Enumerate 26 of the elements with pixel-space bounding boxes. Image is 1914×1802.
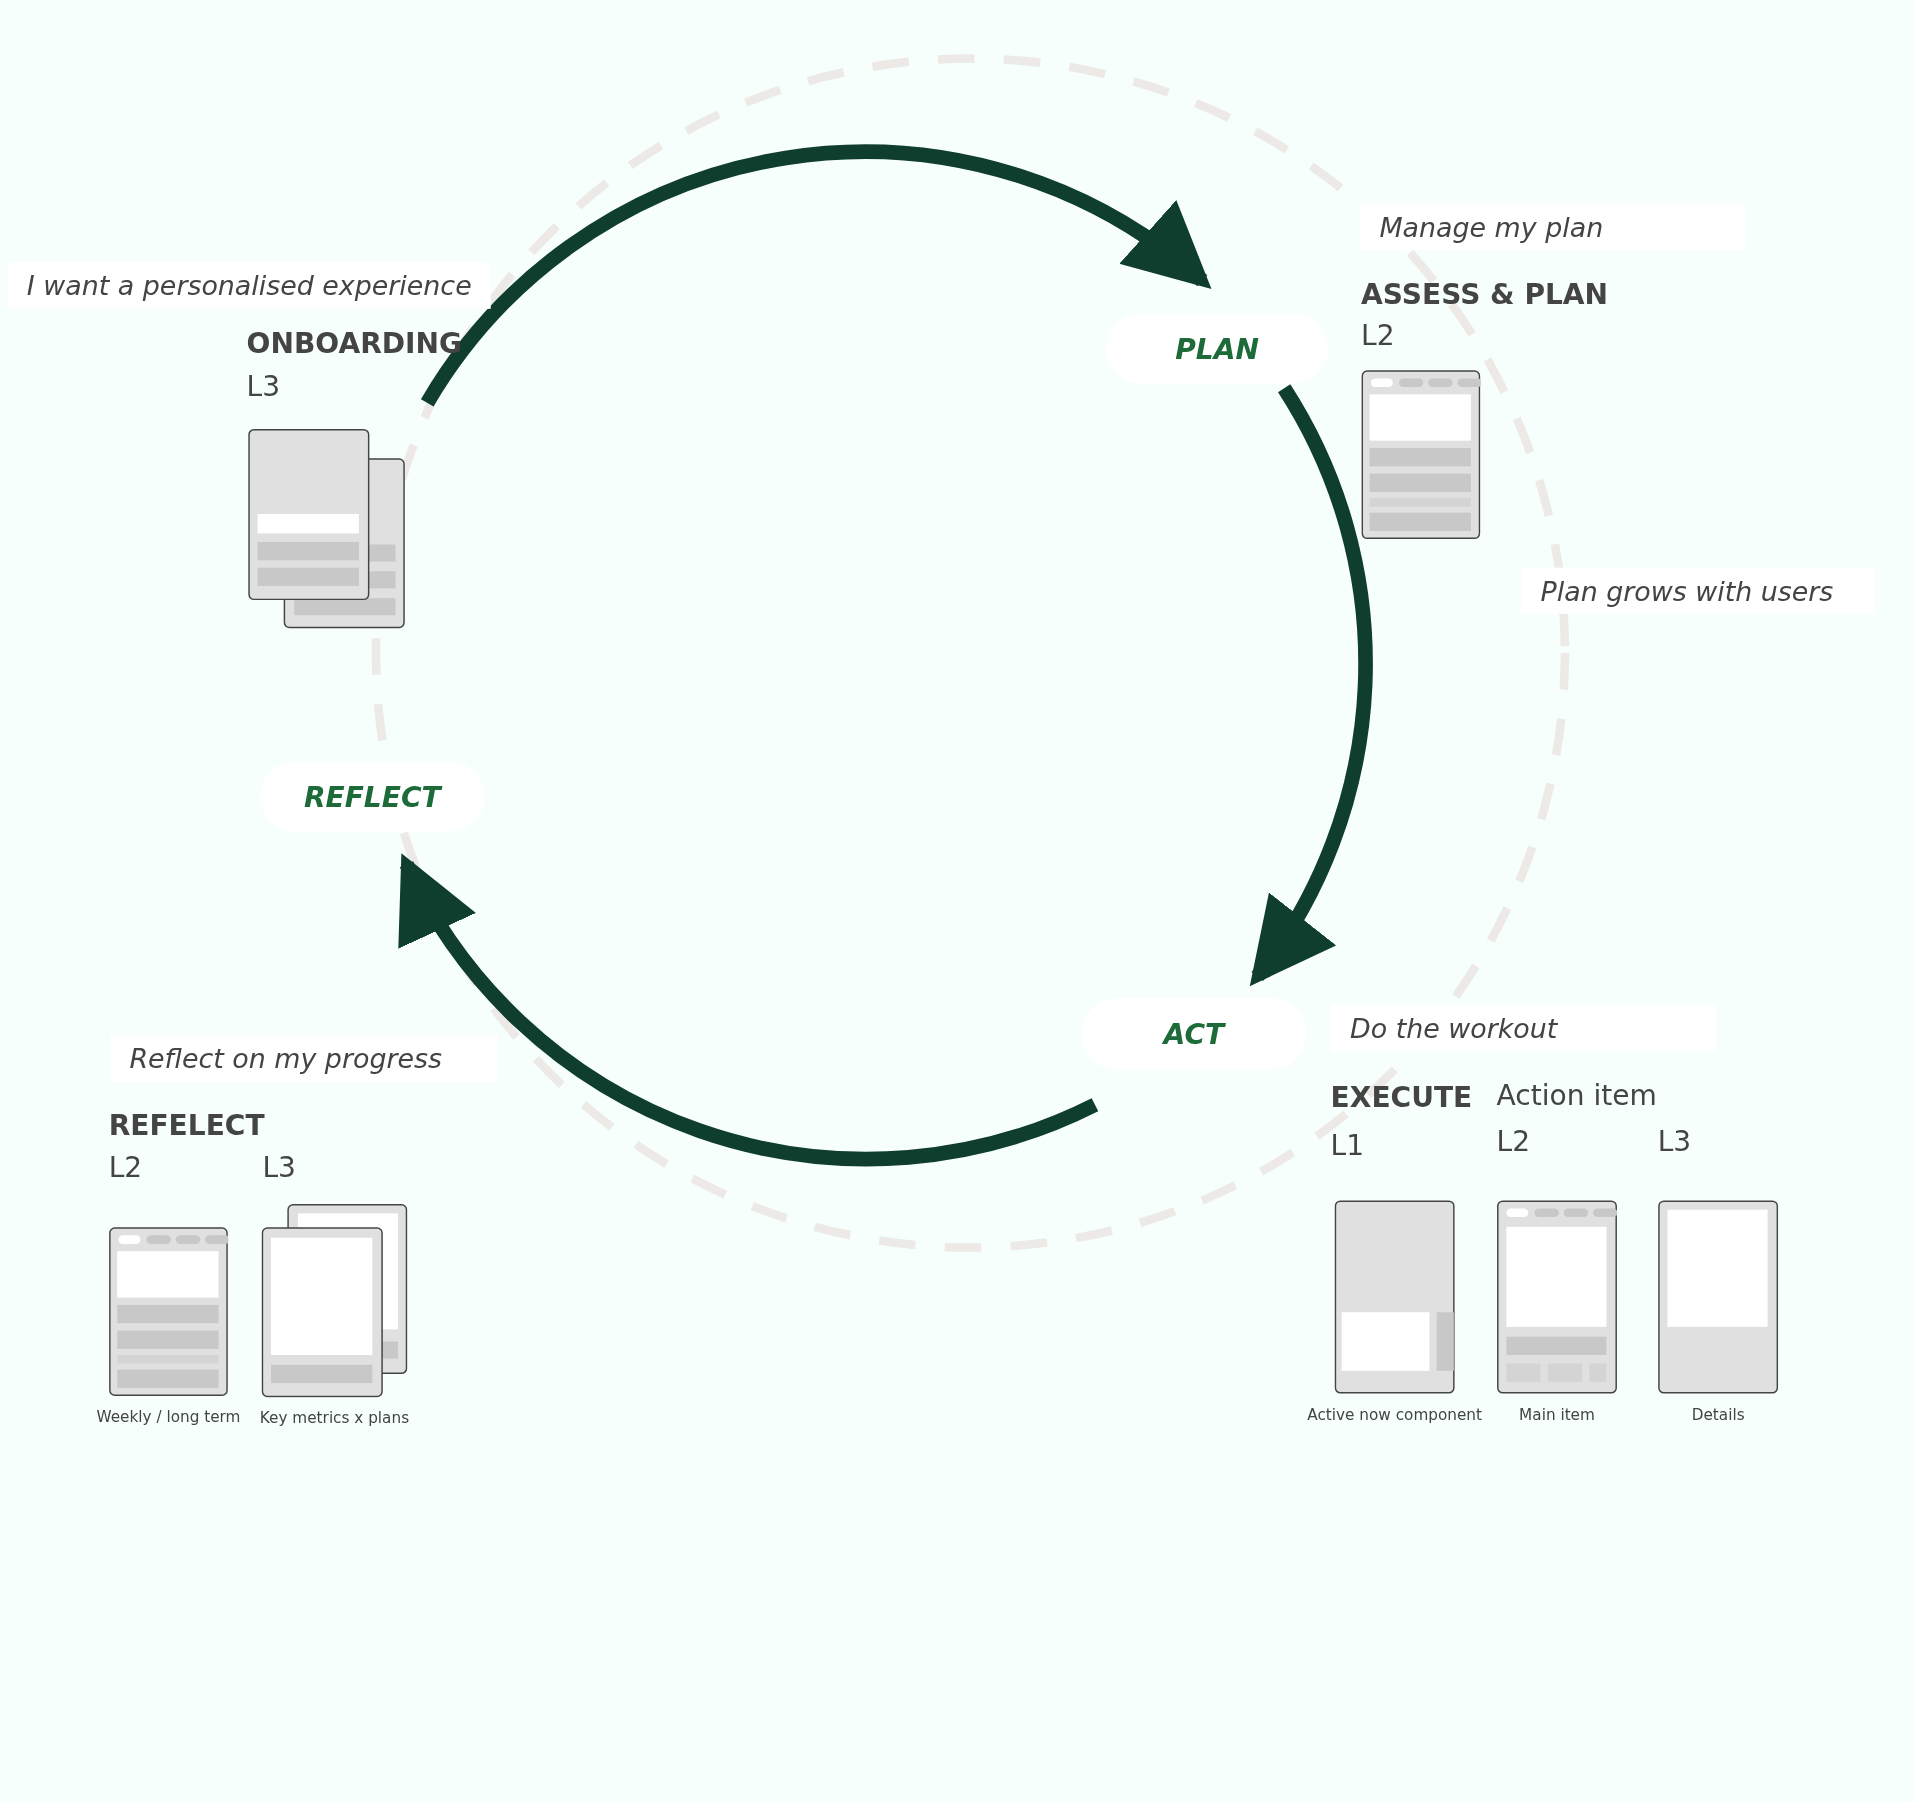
section-heading: EXECUTE: [1330, 1081, 1473, 1114]
stage-pill: REFLECT: [260, 761, 485, 832]
note-card: Plan grows with users: [1521, 567, 1875, 614]
section-heading: ASSESS & PLAN: [1361, 278, 1609, 311]
screen-caption: Weekly / long term: [95, 1408, 242, 1425]
level-label: Action item: [1496, 1079, 1657, 1111]
screen-caption: Active now component: [1306, 1406, 1483, 1423]
level-label: L3: [262, 1151, 296, 1183]
section-heading: ONBOARDING: [246, 327, 463, 359]
level-label: L2: [1496, 1125, 1531, 1158]
note-card: Reflect on my progress: [109, 1035, 499, 1082]
screen-caption: Details: [1690, 1406, 1746, 1423]
level-label: L2: [1361, 319, 1395, 352]
level-label: L3: [246, 369, 281, 402]
cycle-arrow: [421, 144, 1212, 407]
level-label: L3: [1657, 1125, 1692, 1158]
note-card: I want a personalised experience: [7, 262, 492, 309]
section-heading: REFELECT: [108, 1109, 265, 1142]
cycle-arrow: [1250, 384, 1373, 987]
note-card: Manage my plan: [1359, 203, 1746, 251]
cycle-arrow: [400, 853, 1098, 1167]
stage-pill: PLAN: [1105, 313, 1329, 384]
level-label: L1: [1330, 1129, 1365, 1161]
note-card: Do the workout: [1330, 1004, 1717, 1051]
stage-pill: ACT: [1081, 998, 1307, 1070]
level-label: L2: [108, 1151, 143, 1183]
